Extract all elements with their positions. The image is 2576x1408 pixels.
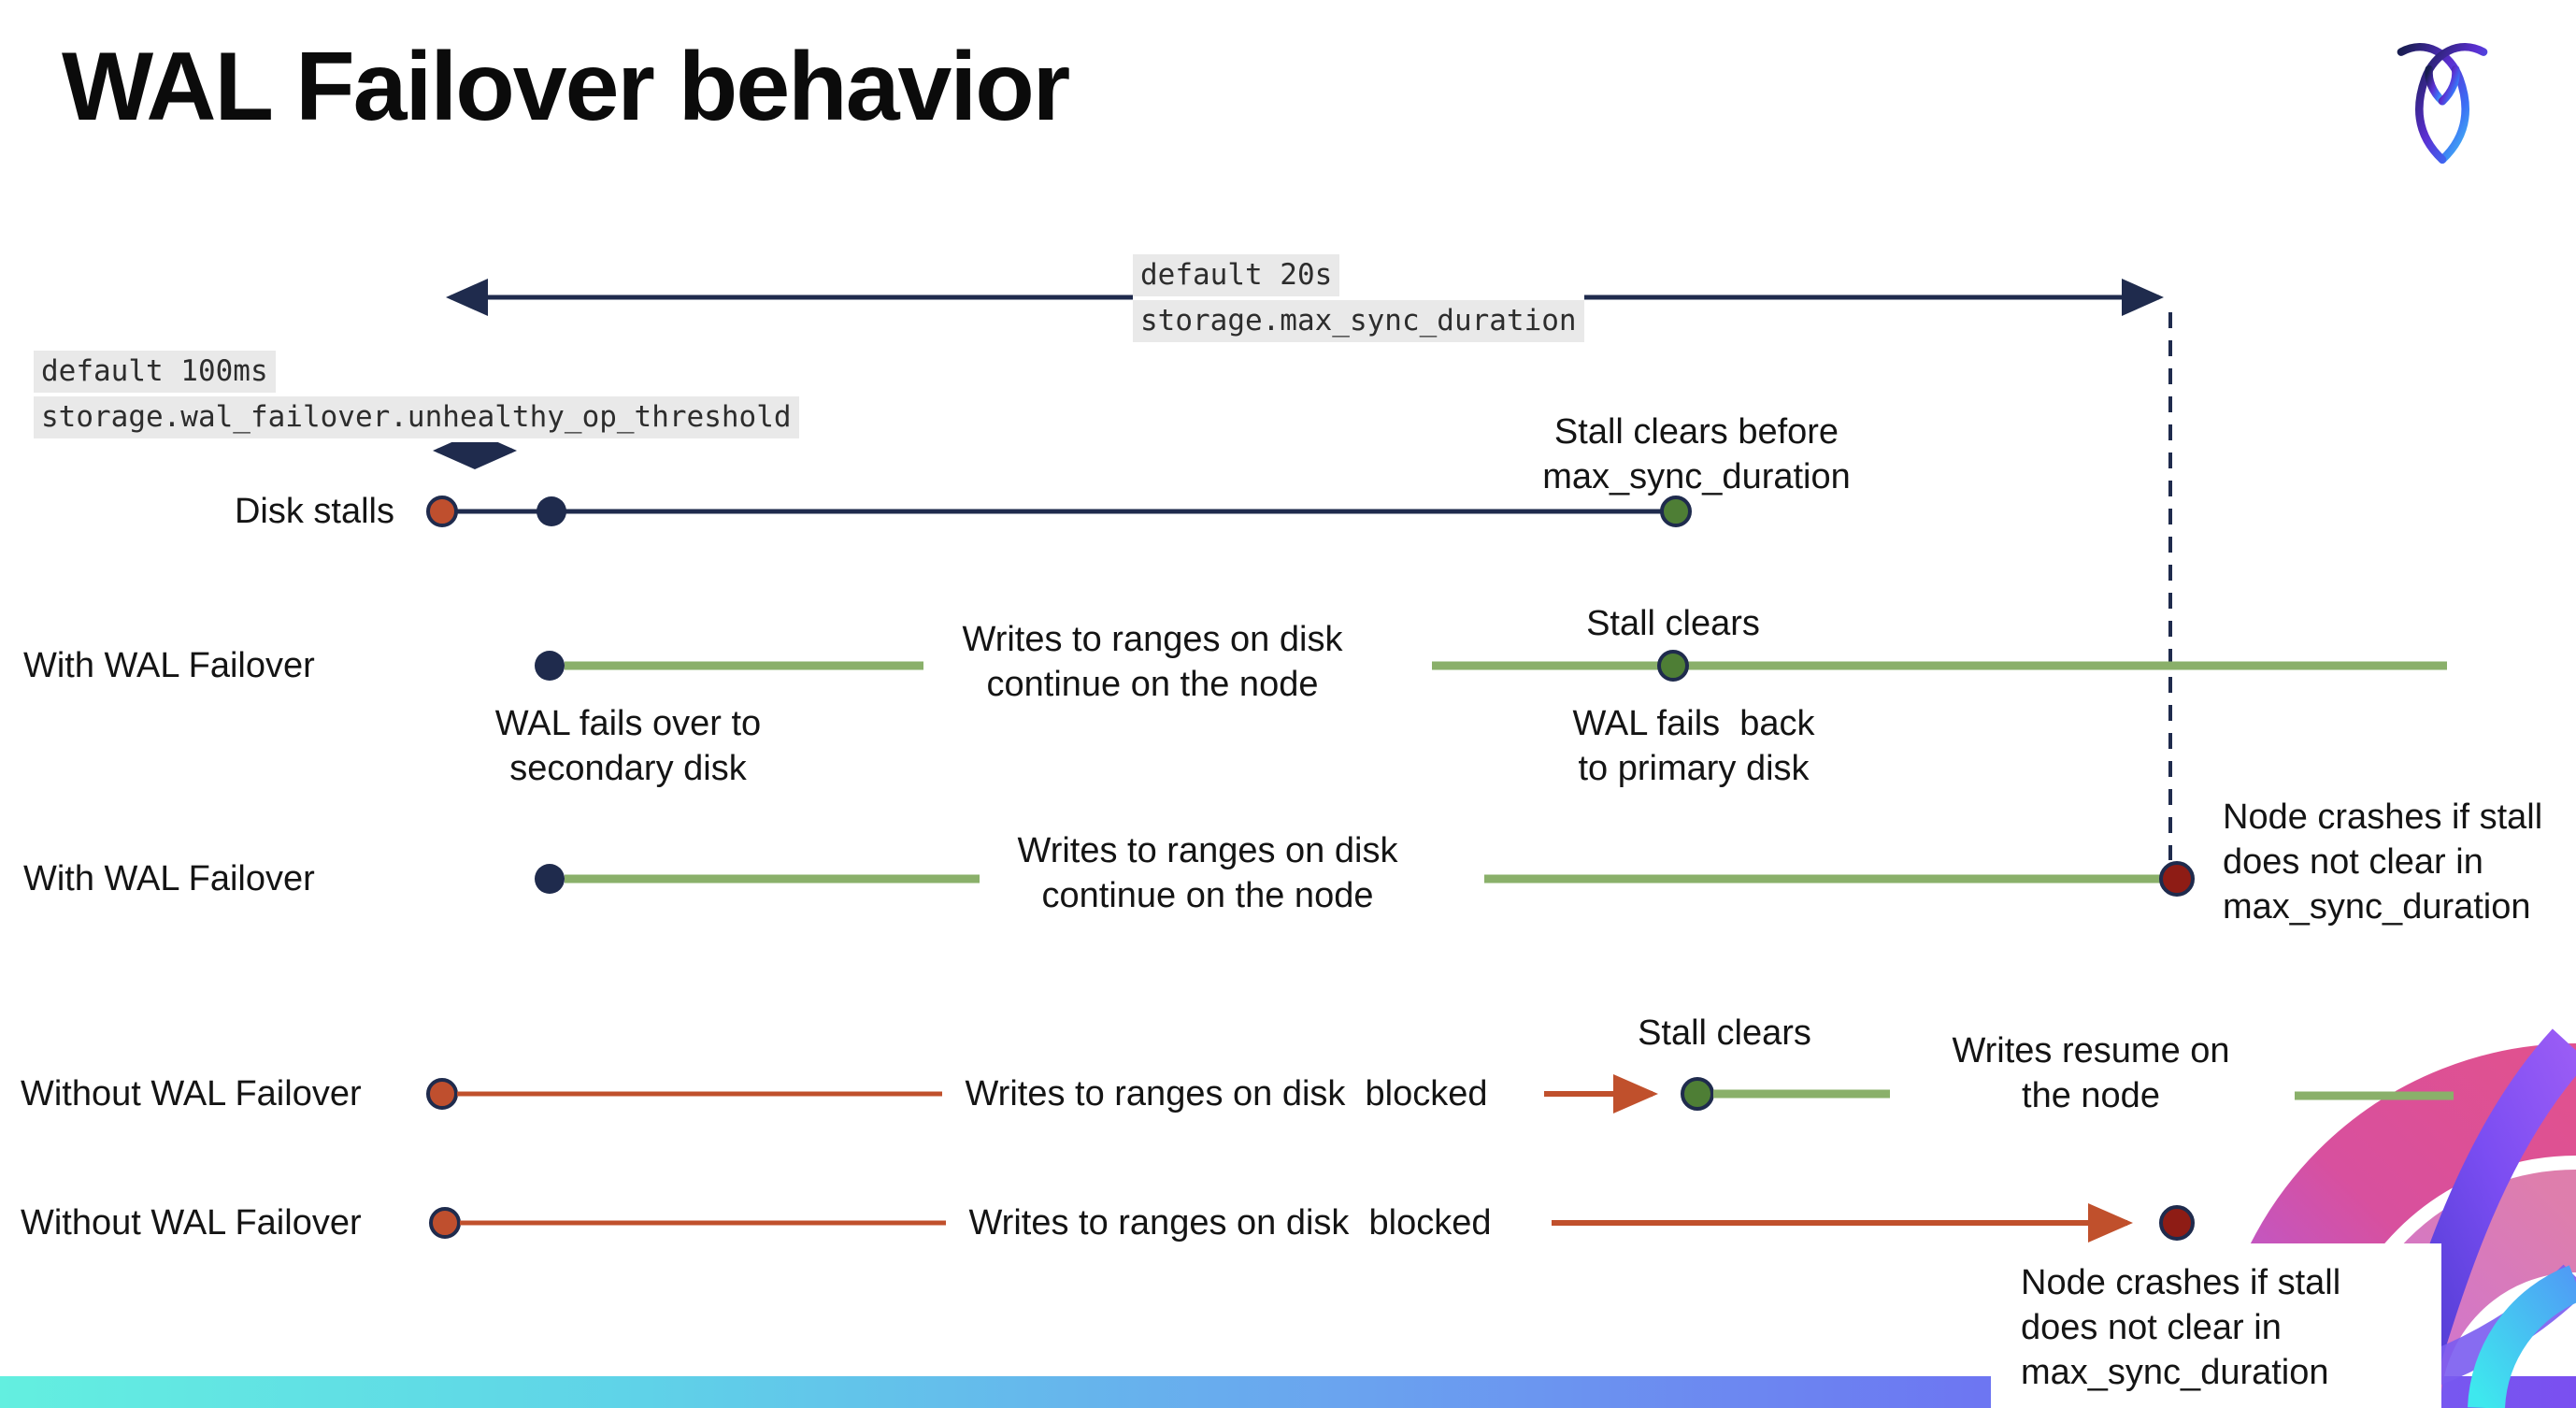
- unhealthy-op-threshold-label: default 100ms storage.wal_failover.unhea…: [34, 351, 799, 442]
- row-label-without-wal-failover-2: Without WAL Failover: [21, 1203, 362, 1243]
- stall-start-marker: [426, 496, 458, 527]
- writes-blocked-note-2: Writes to ranges on disk blocked: [968, 1203, 1492, 1243]
- stall-clears-note-1: Stall clears: [1586, 604, 1760, 643]
- row-label-with-wal-failover-1: With WAL Failover: [23, 646, 315, 685]
- failover-marker-row2: [535, 651, 565, 681]
- wal-fails-back-note: WAL fails back to primary disk: [1572, 704, 1815, 788]
- row-label-without-wal-failover-1: Without WAL Failover: [21, 1074, 362, 1113]
- node-crash-marker-row5: [2159, 1205, 2195, 1241]
- stall-clears-before-note: Stall clears before max_sync_duration: [1542, 412, 1851, 496]
- crash-note-box: Node crashes if stall does not clear in …: [1991, 1243, 2441, 1408]
- logo-strokes: [2397, 43, 2488, 164]
- writes-continue-note-1: Writes to ranges on disk continue on the…: [962, 620, 1343, 704]
- stall-clears-note-2: Stall clears: [1638, 1013, 1811, 1053]
- threshold-marker: [537, 496, 566, 526]
- row-label-with-wal-failover-2: With WAL Failover: [23, 859, 315, 898]
- max-sync-setting-name: storage.max_sync_duration: [1133, 300, 1584, 342]
- node-crashes-note-bottom: Node crashes if stall does not clear in …: [2021, 1263, 2341, 1392]
- node-crashes-note-right: Node crashes if stall does not clear in …: [2223, 797, 2543, 927]
- cockroach-logo-icon: [2397, 43, 2488, 164]
- writes-resume-note: Writes resume on the node: [1952, 1031, 2230, 1115]
- max-sync-duration-label: default 20s storage.max_sync_duration: [1133, 254, 1584, 346]
- node-crash-marker-row3: [2159, 861, 2195, 897]
- max-sync-default-value: default 20s: [1133, 254, 1340, 296]
- writes-blocked-note-1: Writes to ranges on disk blocked: [965, 1074, 1488, 1113]
- stall-clears-marker-row1: [1660, 496, 1692, 527]
- threshold-default-value: default 100ms: [34, 351, 276, 393]
- wal-fails-over-note: WAL fails over to secondary disk: [494, 704, 762, 788]
- threshold-setting-name: storage.wal_failover.unhealthy_op_thresh…: [34, 396, 799, 438]
- stall-clears-marker-row4: [1681, 1077, 1714, 1111]
- stall-clears-marker-row2: [1657, 650, 1689, 682]
- stall-start-marker-row4: [426, 1078, 458, 1110]
- page-title: WAL Failover behavior: [62, 33, 1070, 141]
- writes-continue-note-2: Writes to ranges on disk continue on the…: [1017, 831, 1398, 915]
- row-label-disk-stalls: Disk stalls: [234, 492, 394, 531]
- stall-start-marker-row5: [429, 1207, 461, 1239]
- failover-marker-row3: [535, 864, 565, 894]
